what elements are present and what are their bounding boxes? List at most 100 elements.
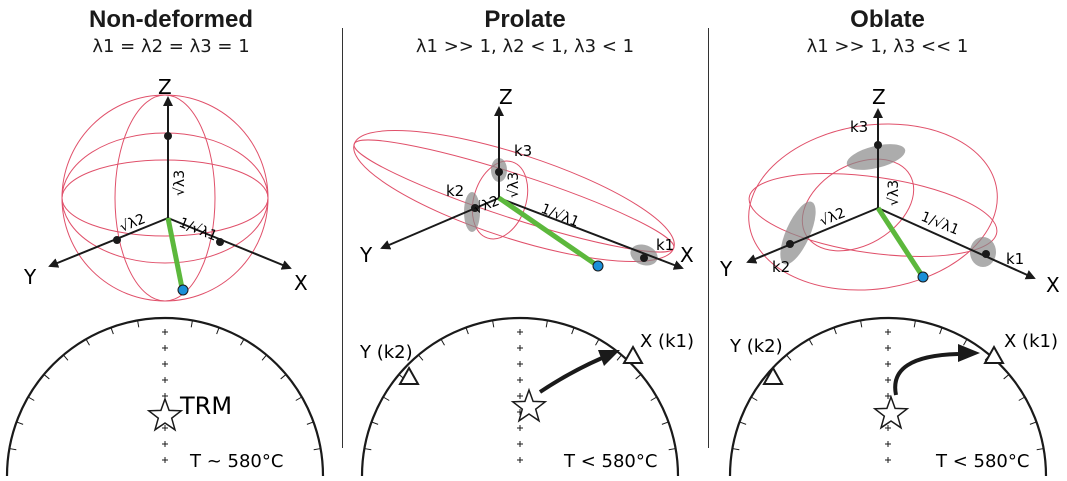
rotation-arrowhead bbox=[598, 350, 620, 366]
stereonet-tick bbox=[750, 396, 758, 401]
rotation-arrow bbox=[893, 352, 959, 396]
x-axis-triangle bbox=[983, 344, 1005, 364]
k3-dot bbox=[495, 168, 503, 176]
rotation-arrow bbox=[538, 356, 603, 394]
stereonet-tick bbox=[465, 327, 469, 335]
radius-label-1: 1/√λ1 bbox=[177, 215, 220, 245]
temperature-label: T < 580°C bbox=[935, 451, 1029, 472]
sphere bbox=[61, 94, 269, 302]
stereonet-tick bbox=[382, 396, 390, 401]
trm-star bbox=[510, 387, 548, 423]
panel-title: Non-deformed bbox=[89, 6, 253, 33]
stereonet-outline bbox=[5, 316, 325, 477]
stereonet-tick bbox=[85, 338, 90, 346]
panel-subtitle: λ1 = λ2 = λ3 = 1 bbox=[92, 36, 250, 57]
k1-dot bbox=[640, 254, 648, 262]
x-k1-label: X (k1) bbox=[1004, 331, 1058, 352]
stereonet-tick bbox=[1018, 396, 1026, 401]
diagram-prolate: Z X Y k3 k2 k1 √λ3 √λ2 1/√λ1 Y (k2) X (k… bbox=[353, 85, 694, 477]
stereonet-tick bbox=[63, 354, 69, 361]
stereonet-tick bbox=[635, 374, 642, 380]
vector-tip-dot bbox=[177, 284, 189, 296]
prolate-ellipsoid bbox=[353, 129, 675, 263]
stereonet-tick bbox=[492, 320, 495, 328]
y-k2-label: Y (k2) bbox=[729, 336, 783, 357]
stereonet-ticks bbox=[364, 320, 676, 451]
magnetization-vector bbox=[875, 206, 924, 276]
stereonet-tick bbox=[190, 320, 193, 328]
stereonet-tick bbox=[833, 327, 837, 335]
stereonet-tick bbox=[1003, 374, 1010, 380]
y-axis-label: Y bbox=[359, 243, 373, 267]
axes bbox=[746, 108, 1036, 280]
k-shading bbox=[780, 144, 996, 267]
radius-label-2: √λ2 bbox=[818, 205, 848, 230]
x-axis-label: X bbox=[680, 243, 694, 267]
diagram-oblate: Z X Y k3 k2 k1 √λ3 √λ2 1/√λ1 Y (k2) X (k… bbox=[719, 85, 1060, 477]
stereonet-tick bbox=[661, 421, 669, 425]
stereonet-tick bbox=[261, 354, 267, 361]
temperature-label: T ~ 580°C bbox=[189, 451, 283, 472]
stereonet-tick bbox=[110, 327, 114, 335]
stereonet-tick bbox=[739, 421, 747, 425]
stereonet-tick bbox=[1029, 421, 1037, 425]
stereonet-tick bbox=[808, 338, 813, 346]
z-intercept-dot bbox=[164, 132, 172, 140]
x-axis-label: X bbox=[1046, 273, 1060, 297]
k2-label: k2 bbox=[772, 258, 790, 276]
panel-subtitle: λ1 >> 1, λ3 << 1 bbox=[806, 36, 969, 57]
stereonet-tick bbox=[786, 354, 792, 361]
stereonet-tick bbox=[27, 396, 35, 401]
stereonet: Y (k2) X (k1) T < 580°C bbox=[728, 316, 1058, 477]
stereonet-tick bbox=[418, 354, 424, 361]
trm-star bbox=[146, 396, 184, 432]
radius-label-3: √λ3 bbox=[506, 172, 522, 198]
oblate-ellipsoid bbox=[748, 123, 998, 291]
stereonet-outline bbox=[728, 316, 1048, 477]
stereonet-tick bbox=[137, 320, 140, 328]
stereonet-ticks bbox=[9, 320, 321, 451]
stereonet: TRM T ~ 580°C bbox=[5, 316, 325, 477]
y-intercept-dot bbox=[113, 236, 121, 244]
magnetization-vector bbox=[165, 217, 185, 289]
stereonet-tick bbox=[9, 448, 17, 451]
y-k2-label: Y (k2) bbox=[359, 342, 413, 363]
axes bbox=[380, 106, 684, 270]
radius-label-3: √λ3 bbox=[172, 170, 188, 196]
stereonet-tick bbox=[306, 421, 314, 425]
k1-dot bbox=[982, 250, 990, 258]
temperature-label: T < 580°C bbox=[563, 451, 657, 472]
x-axis-label: X bbox=[294, 271, 308, 295]
k2-dot bbox=[471, 204, 479, 212]
stereonet-tick bbox=[732, 448, 740, 451]
z-axis-label: Z bbox=[499, 85, 513, 109]
stereonet-tick bbox=[571, 327, 575, 335]
stereonet-tick bbox=[963, 338, 968, 346]
radius-label-2: √λ2 bbox=[118, 211, 148, 236]
trm-star bbox=[872, 394, 910, 430]
stereonet-tick bbox=[216, 327, 220, 335]
diagram-non-deformed: Z X Y √λ3 √λ2 1/√λ1 TRM T ~ 580°C bbox=[5, 75, 325, 477]
vector-tip-dot bbox=[592, 260, 604, 272]
stereonet-tick bbox=[668, 448, 676, 451]
rotation-arrowhead bbox=[958, 344, 980, 362]
k1-label: k1 bbox=[1006, 250, 1024, 268]
x-k1-label: X (k1) bbox=[640, 331, 694, 352]
z-axis-label: Z bbox=[872, 85, 886, 109]
z-axis-label: Z bbox=[158, 75, 172, 99]
y-axis-label: Y bbox=[719, 257, 733, 281]
k3-label: k3 bbox=[850, 118, 868, 136]
vector-tip-dot bbox=[917, 271, 929, 283]
stereonet-tick bbox=[860, 320, 863, 328]
radius-label-1: 1/√λ1 bbox=[539, 201, 582, 231]
radius-label-1: 1/√λ1 bbox=[919, 209, 962, 239]
stereonet-tick bbox=[616, 354, 622, 361]
stereonet-tick bbox=[913, 320, 916, 328]
stereonet-tick bbox=[545, 320, 548, 328]
axes bbox=[48, 96, 292, 270]
stereonet-tick bbox=[364, 448, 372, 451]
y-axis-triangle bbox=[762, 365, 784, 385]
k2-dot bbox=[786, 240, 794, 248]
x-axis-triangle bbox=[622, 344, 644, 364]
stereonet-tick bbox=[440, 338, 445, 346]
